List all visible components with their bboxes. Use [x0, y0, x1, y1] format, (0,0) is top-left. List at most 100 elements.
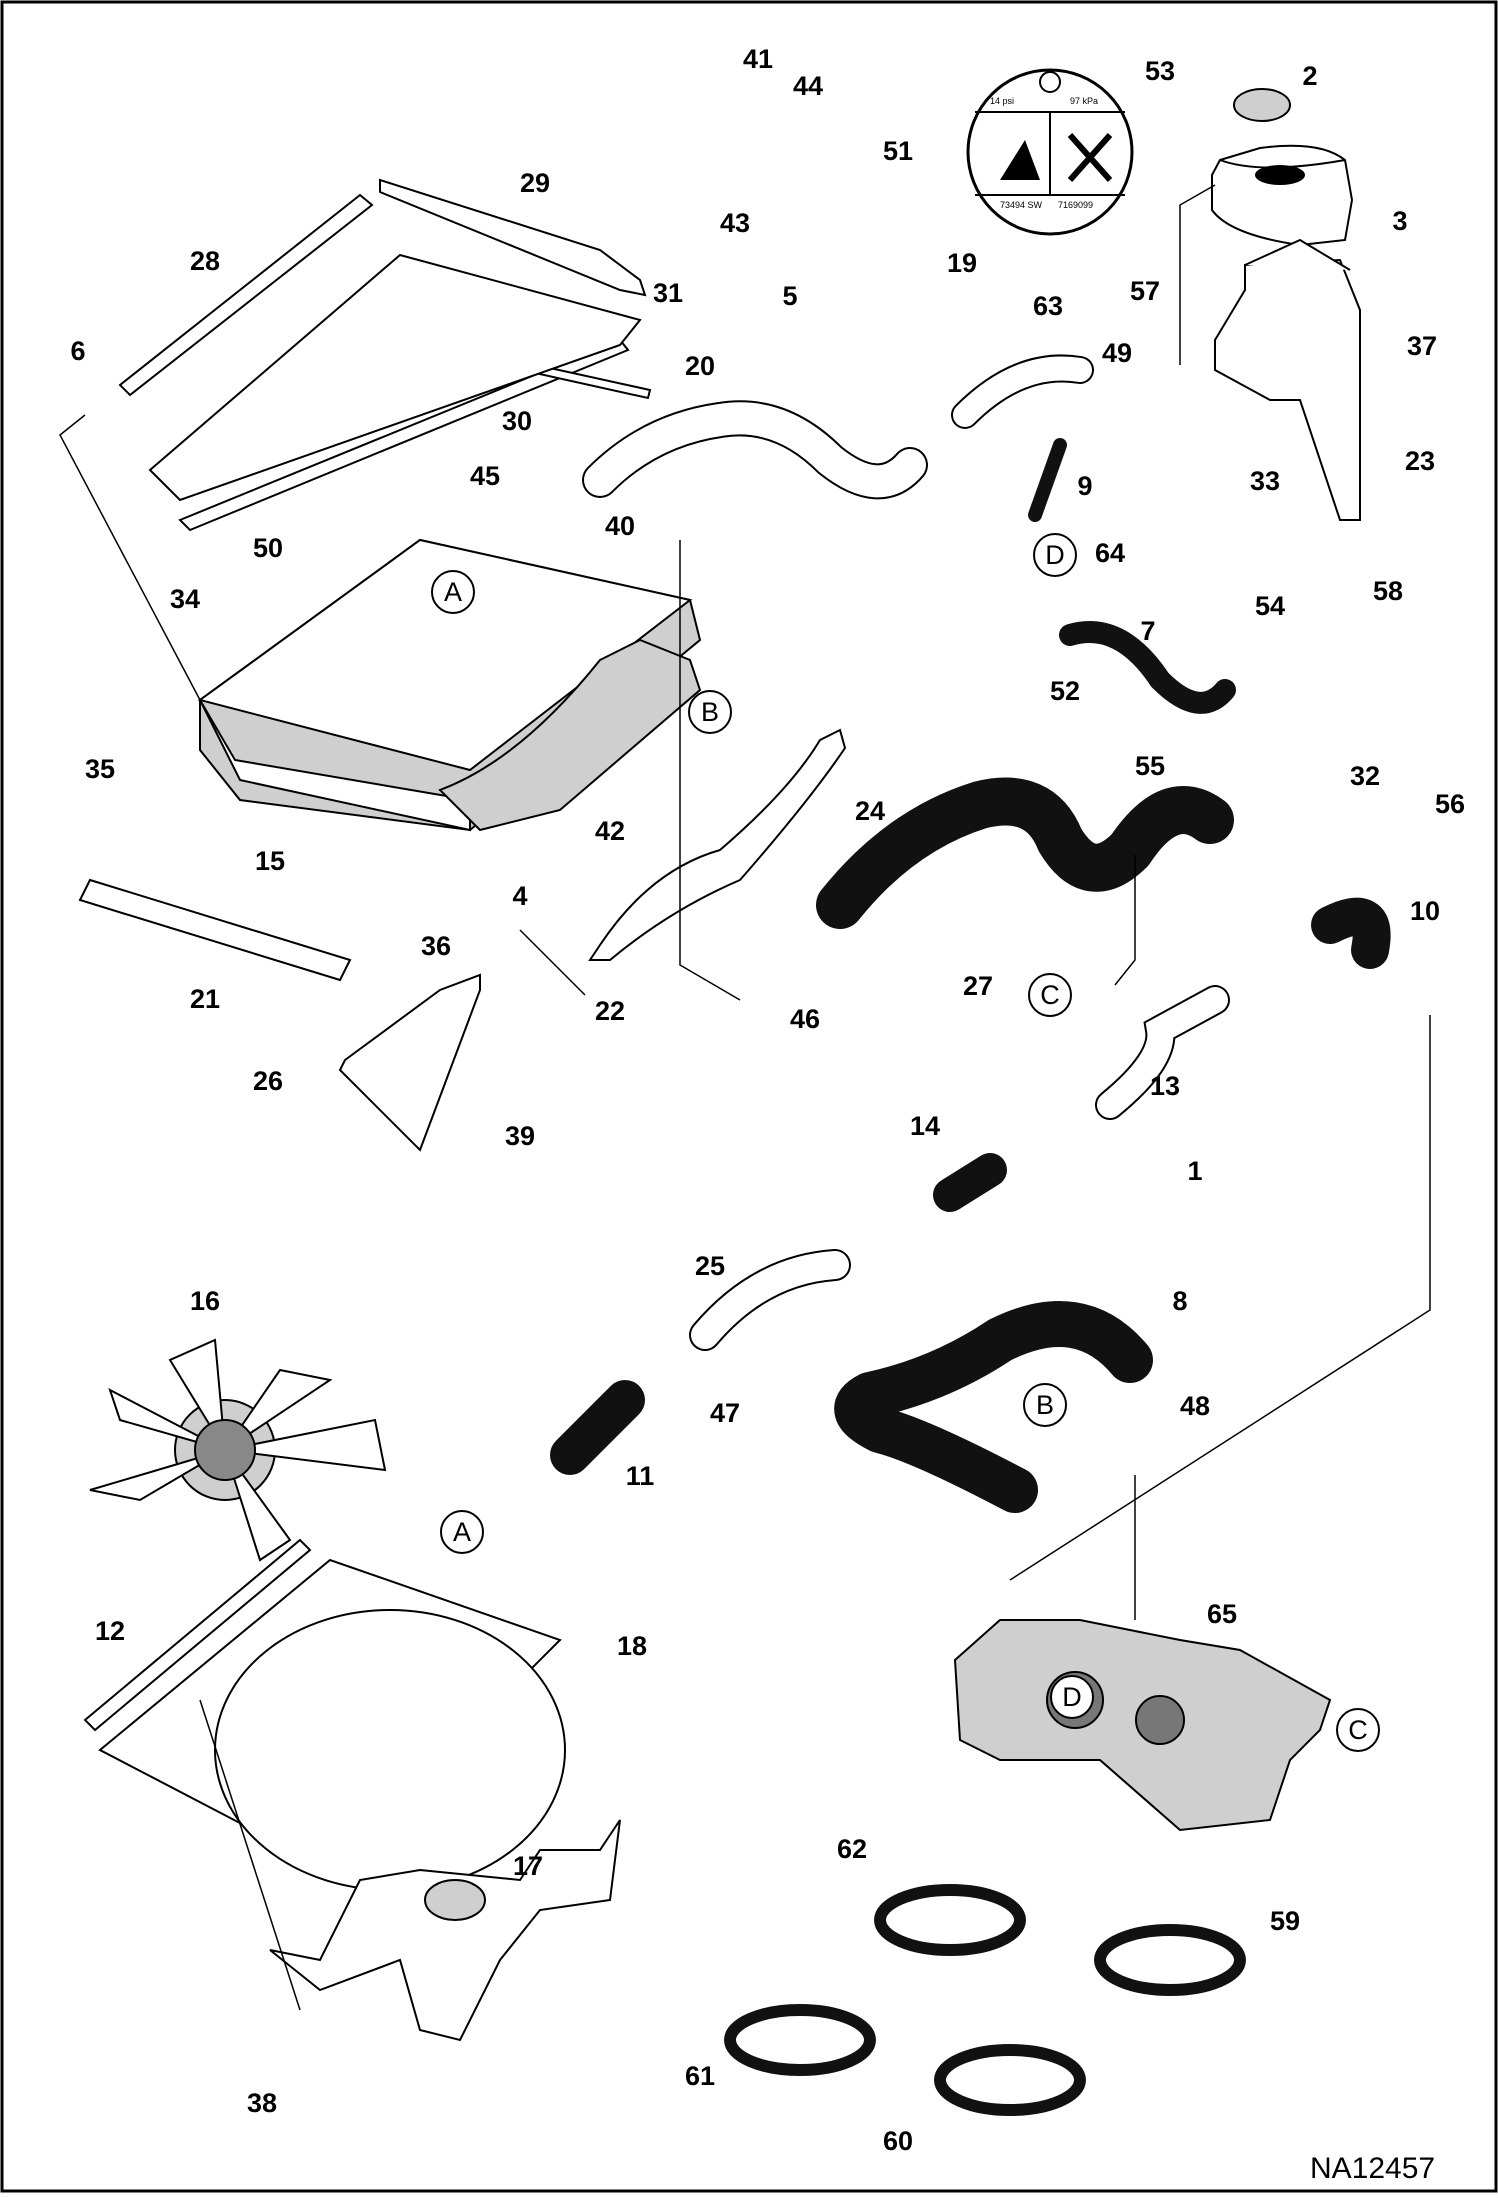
callout-47: 47 [710, 1398, 740, 1428]
callout-1: 1 [1187, 1156, 1202, 1186]
callout-34: 34 [170, 584, 200, 614]
ref-letter-circle [1336, 1708, 1380, 1752]
callout-3: 3 [1392, 206, 1407, 236]
callout-43: 43 [720, 208, 750, 238]
callout-35: 35 [85, 754, 115, 784]
callout-19: 19 [947, 248, 977, 278]
callout-9: 9 [1077, 471, 1092, 501]
ref-letter-circle [431, 570, 475, 614]
ref-letter-c: C [1028, 973, 1072, 1017]
hose-8 [834, 1301, 1153, 1513]
callout-29: 29 [520, 168, 550, 198]
callout-55: 55 [1135, 751, 1165, 781]
callout-4: 4 [512, 881, 527, 911]
callout-63: 63 [1033, 291, 1063, 321]
fan-16 [89, 1338, 387, 1562]
ref-letter-circle [440, 1510, 484, 1554]
hose-coils [724, 1884, 1246, 2116]
callout-11: 11 [626, 1461, 655, 1491]
callout-60: 60 [883, 2126, 913, 2156]
ref-letter-text: A [453, 1517, 471, 1547]
callout-64: 64 [1095, 538, 1125, 568]
callout-23: 23 [1405, 446, 1435, 476]
pressure-decal-53: 14 psi 97 kPa 73494 SW 7169099 [966, 68, 1134, 236]
callout-5: 5 [782, 281, 797, 311]
ref-letter-text: D [1062, 1682, 1082, 1712]
fan-shroud-18 [83, 1538, 566, 1891]
ref-letter-text: C [1040, 980, 1060, 1010]
callout-59: 59 [1270, 1906, 1300, 1936]
ref-letter-a: A [431, 570, 475, 614]
callout-61: 61 [685, 2061, 715, 2091]
callout-10: 10 [1410, 896, 1440, 926]
callout-14: 14 [910, 1111, 940, 1141]
leader-lines [59, 184, 1431, 2011]
ref-letter-circle [1023, 1383, 1067, 1427]
drawing-id-label: NA12457 [1310, 2152, 1435, 2185]
callout-2: 2 [1302, 61, 1317, 91]
callout-15: 15 [255, 846, 285, 876]
foam-strips [78, 728, 847, 982]
callout-7: 7 [1140, 616, 1155, 646]
coolant-reservoir [1211, 88, 1354, 247]
upper-hose-20 [582, 400, 928, 500]
hose-9 [1028, 438, 1067, 522]
callout-56: 56 [1435, 789, 1465, 819]
decal-left-text: 14 psi [990, 96, 1014, 106]
callout-21: 21 [190, 984, 220, 1014]
callout-20: 20 [685, 351, 715, 381]
overflow-hose-63-inner [953, 356, 1092, 427]
hose-11 [550, 1380, 645, 1475]
hose-24 [816, 777, 1234, 929]
callout-22: 22 [595, 996, 625, 1026]
callout-31: 31 [653, 278, 683, 308]
callout-42: 42 [595, 816, 625, 846]
callout-12: 12 [95, 1616, 125, 1646]
callout-18: 18 [617, 1631, 647, 1661]
hose-14 [933, 1153, 1007, 1212]
ref-letter-text: A [444, 577, 462, 607]
callout-26: 26 [253, 1066, 283, 1096]
callout-41: 41 [743, 44, 773, 74]
ref-letter-circle [1028, 973, 1072, 1017]
callout-16: 16 [190, 1286, 220, 1316]
callout-38: 38 [247, 2088, 277, 2118]
ref-letter-text: B [1036, 1390, 1054, 1420]
callout-28: 28 [190, 246, 220, 276]
ref-letter-text: B [701, 697, 719, 727]
callout-30: 30 [502, 406, 532, 436]
callout-52: 52 [1050, 676, 1080, 706]
callout-8: 8 [1172, 1286, 1187, 1316]
hose-10 [1311, 897, 1391, 969]
ref-letter-a: A [440, 1510, 484, 1554]
ref-letter-d: D [1050, 1675, 1094, 1719]
decal-right-text: 97 kPa [1070, 96, 1098, 106]
callout-57: 57 [1130, 276, 1160, 306]
engine-65 [953, 1619, 1332, 1832]
ref-letter-text: C [1348, 1715, 1368, 1745]
ref-letter-circle [688, 690, 732, 734]
ref-letter-circle [1050, 1675, 1094, 1719]
callout-27: 27 [963, 971, 993, 1001]
hose-7 [1059, 621, 1236, 714]
callout-51: 51 [883, 136, 913, 166]
callout-50: 50 [253, 533, 283, 563]
callout-33: 33 [1250, 466, 1280, 496]
callout-17: 17 [513, 1851, 543, 1881]
ref-letter-c: C [1336, 1708, 1380, 1752]
callout-46: 46 [790, 1004, 820, 1034]
reservoir-bracket-23 [1214, 238, 1361, 521]
callout-54: 54 [1255, 591, 1285, 621]
callout-40: 40 [605, 511, 635, 541]
baffle-plate [148, 253, 642, 502]
decal-code-left: 73494 SW [1000, 200, 1043, 210]
callout-13: 13 [1150, 1071, 1180, 1101]
callout-36: 36 [421, 931, 451, 961]
callout-58: 58 [1373, 576, 1403, 606]
ref-letter-b: B [688, 690, 732, 734]
radiator-bracket-26 [338, 973, 481, 1152]
